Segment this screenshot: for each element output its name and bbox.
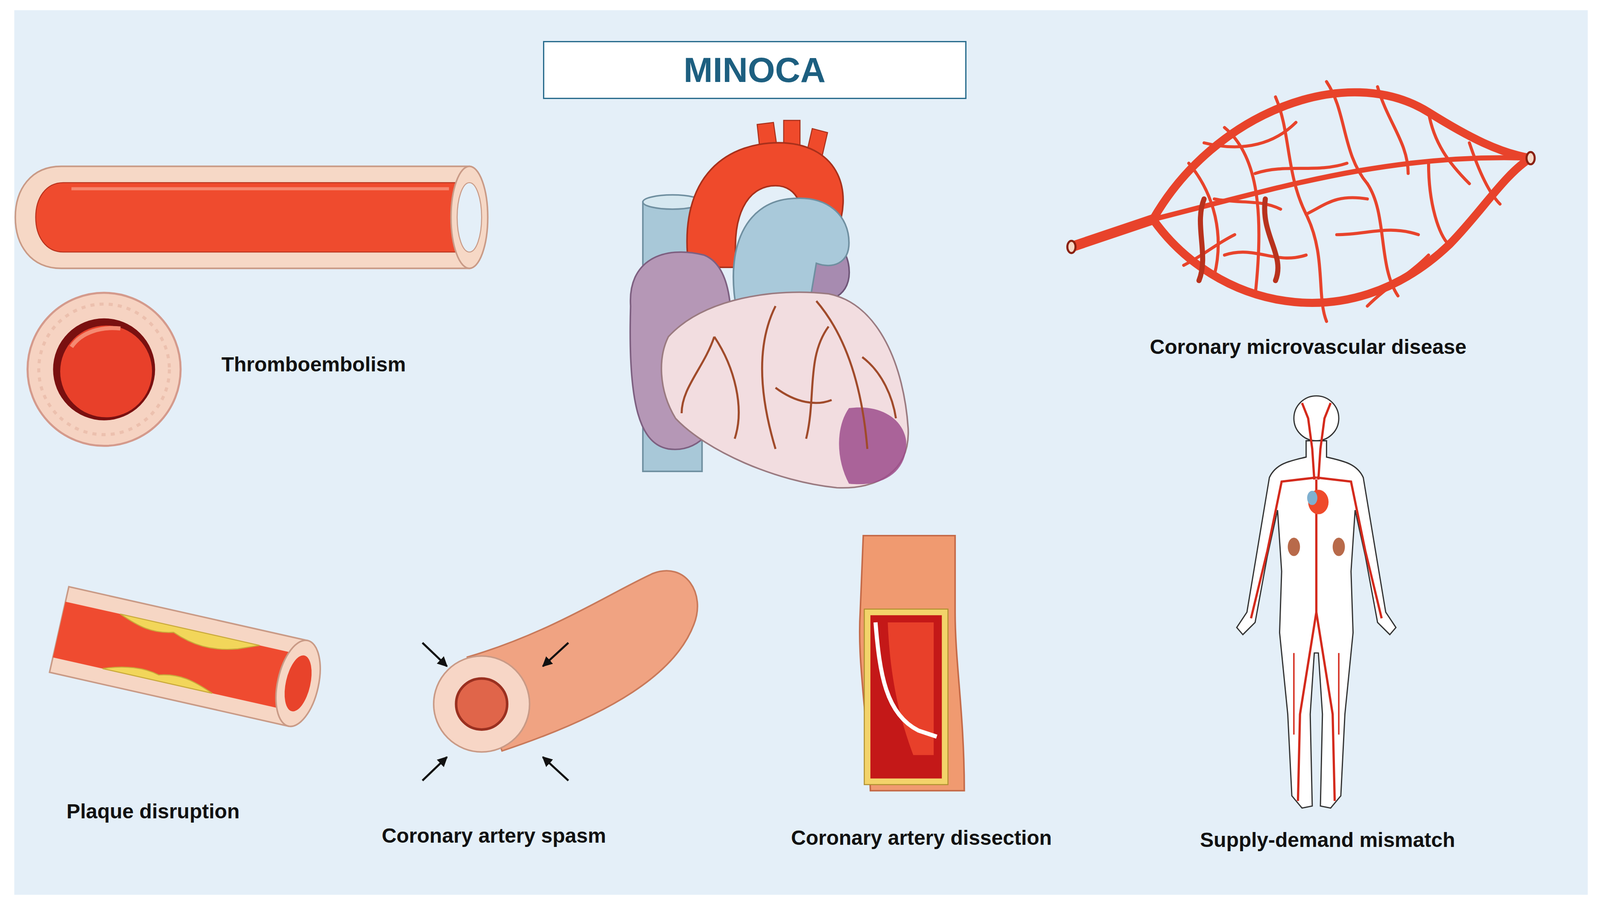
microvascular-network-part-part <box>1326 81 1368 184</box>
human-body-part <box>1332 537 1346 557</box>
microvascular-network-part <box>1071 219 1154 248</box>
heart-part <box>661 291 909 488</box>
microvascular-network-part <box>1199 198 1205 281</box>
mechanism-label: Supply-demand mismatch <box>1200 828 1455 852</box>
microvascular-network-part-part <box>1214 198 1281 210</box>
title: MINOCA <box>683 50 826 90</box>
mechanism-label: Coronary microvascular disease <box>1150 335 1467 359</box>
artery-tube-part <box>35 182 470 253</box>
mechanism-label: Plaque disruption <box>66 799 240 824</box>
microvascular-network-part-part <box>1204 122 1297 147</box>
microvascular-network-part <box>1264 198 1278 281</box>
microvascular-network-part-part <box>1367 183 1399 296</box>
human-body-part <box>1287 537 1301 557</box>
spasm-artery-part <box>422 642 569 781</box>
mechanism-label: Coronary artery spasm <box>381 823 607 848</box>
human-body-part <box>1307 490 1318 506</box>
heart-part-part <box>816 300 868 450</box>
dissection-artery-part <box>870 615 942 779</box>
artery-cross-section-part <box>60 325 152 418</box>
artery-cross-section-part <box>52 318 155 421</box>
human-body-part-part <box>1297 479 1317 801</box>
plaque-tube-part <box>280 652 317 714</box>
microvascular-network-part-part <box>1377 86 1409 174</box>
human-body-part-part <box>1302 402 1315 480</box>
plaque-tube-part <box>49 586 308 727</box>
heart-part <box>838 407 906 485</box>
spasm-artery <box>422 570 698 781</box>
heart-part-part <box>762 306 776 450</box>
artery-tube-part <box>451 166 488 269</box>
microvascular-network-part-part <box>1255 163 1347 174</box>
heart-part-part <box>681 336 715 414</box>
dissection-artery <box>859 535 965 792</box>
plaque-tube-part <box>52 601 305 712</box>
spasm-artery-part <box>433 656 530 753</box>
human-body-part <box>1293 395 1339 441</box>
microvascular-network-part-part <box>1469 143 1501 205</box>
microvascular-network-part-part <box>1224 252 1306 259</box>
mechanism-label: Coronary artery dissection <box>791 826 1052 850</box>
artery-tube-part <box>15 166 470 269</box>
microvascular-network-part <box>1526 151 1535 165</box>
artery-cross-section <box>27 292 182 447</box>
artery-cross-section-part <box>27 292 182 447</box>
heart-part-part <box>862 357 897 419</box>
microvascular-network-part-part <box>1306 197 1368 215</box>
human-body <box>1236 395 1396 809</box>
heart-part <box>681 300 897 450</box>
spasm-artery-part-part <box>422 642 447 667</box>
heart-part-part <box>805 326 829 439</box>
microvascular-network-part <box>1067 240 1076 254</box>
heart-part-part <box>714 336 739 439</box>
microvascular-network-part-part <box>1224 127 1259 296</box>
heart <box>630 120 909 488</box>
dissection-artery-part <box>864 609 949 785</box>
plaque-tube-part <box>117 613 260 659</box>
microvascular-network-part-part <box>1183 234 1236 266</box>
human-body-part-part <box>1318 402 1331 480</box>
microvascular-network-part <box>1153 157 1531 303</box>
mechanism-label: Thromboembolism <box>221 352 406 377</box>
human-body-part <box>1236 440 1396 809</box>
dissection-artery-part <box>859 535 965 792</box>
artery-cross-section-part <box>38 303 170 435</box>
human-body-part-part <box>1316 612 1335 801</box>
microvascular-network-part-part <box>1428 112 1470 184</box>
dissection-artery-part <box>875 622 937 737</box>
microvascular-network-part <box>1153 157 1531 220</box>
microvascular-network-part-part <box>1428 163 1449 245</box>
microvascular-network-part-part <box>1367 255 1429 307</box>
artery-tube <box>15 166 488 269</box>
title-box: MINOCA <box>543 40 967 100</box>
microvascular-network-part <box>1183 81 1501 322</box>
plaque-tube <box>49 586 328 731</box>
spasm-artery-part-part <box>543 756 569 781</box>
artery-tube-part <box>457 182 482 253</box>
heart-part-part <box>775 387 832 403</box>
plaque-tube-part <box>102 659 215 694</box>
microvascular-network-part-part <box>1336 230 1419 235</box>
human-body-part <box>1251 402 1382 801</box>
artery-cross-section-part <box>71 328 121 348</box>
human-body-part-part <box>1293 653 1339 735</box>
human-body-part-part <box>1251 477 1317 619</box>
spasm-artery-part-part <box>422 756 447 781</box>
spasm-artery-part <box>455 678 508 730</box>
spasm-artery-part-part <box>543 642 569 667</box>
background-panel <box>14 10 1588 895</box>
microvascular-network <box>1067 81 1535 322</box>
plaque-tube-part <box>268 636 328 731</box>
artery-tube-part <box>71 187 449 191</box>
